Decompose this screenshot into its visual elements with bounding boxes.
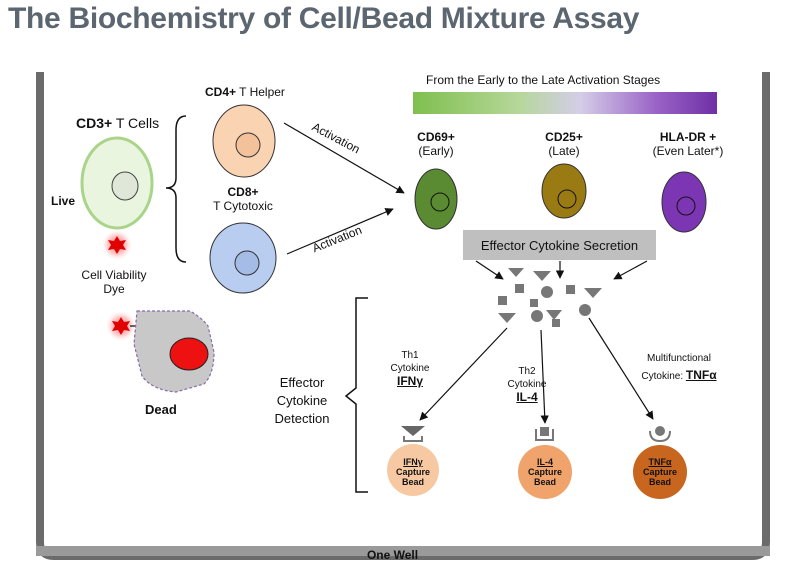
activation-arrow-cd8	[286, 208, 394, 255]
dead-label: Dead	[145, 402, 177, 417]
cd25-cell-nucleus	[557, 189, 577, 209]
il4-capture-bead	[518, 445, 572, 499]
cd8-cell-nucleus	[234, 250, 260, 276]
live-label: Live	[51, 194, 76, 208]
cd69-cell-nucleus	[430, 192, 450, 212]
cd4-label: CD4+ T Helper	[205, 85, 285, 99]
secretion-arrow-3	[613, 260, 648, 280]
cd69-cell	[414, 168, 458, 230]
cd25-label: CD25+(Late)	[545, 130, 583, 158]
one-well-label: One Well	[366, 548, 419, 562]
cd4-cell-nucleus	[235, 132, 261, 158]
tnf-capture-receptor	[649, 426, 671, 443]
detection-arrow-il4	[540, 329, 549, 424]
detection-arrow-ifn	[419, 327, 508, 421]
ifn-capture-bead	[387, 444, 439, 496]
tnf-capture-bead	[633, 445, 687, 499]
activation-gradient-bar	[413, 92, 717, 114]
detection-brace	[344, 297, 368, 493]
viability-dye-icon	[108, 236, 126, 254]
secretion-arrow-1	[475, 260, 504, 280]
hladr-cell	[661, 171, 707, 233]
dye-icon-2	[112, 317, 130, 335]
ifn-capture-receptor	[401, 426, 425, 442]
gradient-label: From the Early to the Late Activation St…	[426, 73, 661, 87]
activation-arrow-cd4	[283, 122, 405, 194]
cd8-label: CD8+T Cytotoxic	[213, 185, 273, 213]
hladr-label: HLA-DR +(Even Later*)	[652, 130, 724, 158]
cytokine-molecules	[498, 268, 602, 327]
live-cell-nucleus	[111, 171, 139, 201]
dead-cell-nucleus	[169, 337, 209, 371]
detection-arrow-tnf	[588, 317, 654, 420]
page-title: The Biochemistry of Cell/Bead Mixture As…	[8, 2, 640, 35]
effector-secretion-box: Effector Cytokine Secretion	[463, 230, 656, 260]
hladr-cell-nucleus	[676, 196, 696, 216]
well-base	[36, 546, 770, 556]
tcell-brace	[165, 115, 187, 263]
cd69-label: CD69+(Early)	[417, 130, 455, 158]
cd3-label: CD3+ T Cells	[76, 115, 160, 131]
il4-capture-receptor	[535, 427, 554, 441]
